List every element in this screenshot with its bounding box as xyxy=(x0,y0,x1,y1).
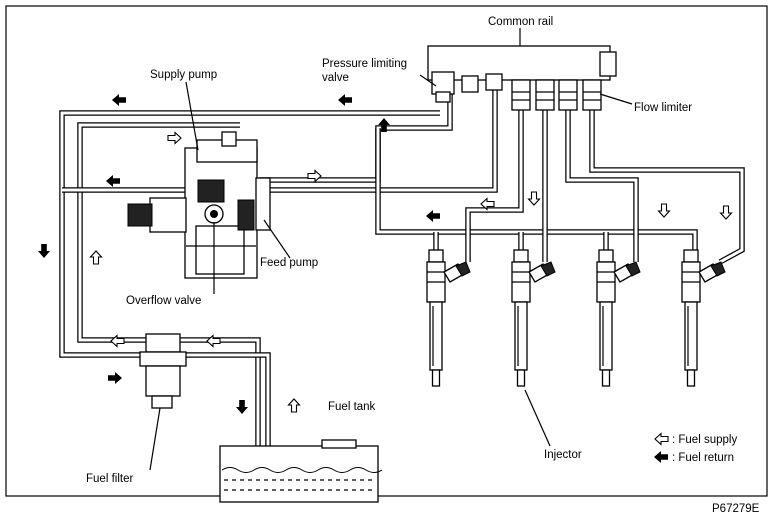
supply-arrow xyxy=(167,131,182,145)
return-arrow xyxy=(236,400,248,414)
fuel-filter xyxy=(139,333,187,409)
return-arrow xyxy=(426,210,440,222)
supply-pump xyxy=(127,131,271,279)
leader-lines xyxy=(149,28,633,471)
diagram-frame xyxy=(5,5,768,497)
supply-arrow xyxy=(719,205,733,220)
fuel-tank xyxy=(219,439,383,503)
supply-arrow xyxy=(527,191,541,206)
common-rail xyxy=(427,45,617,111)
injector-label: Injector xyxy=(544,449,582,461)
flow-limiter-label: Flow limiter xyxy=(634,102,692,114)
return-arrow xyxy=(108,372,122,384)
flow-limiters xyxy=(511,79,602,111)
feed-pump xyxy=(255,177,271,231)
pressure-limiting-valve-label: Pressure limiting xyxy=(322,58,407,70)
pressure-limiting-valve-label-2: valve xyxy=(322,72,349,84)
legend-fuel-return: : Fuel return xyxy=(672,452,734,464)
feed-pump-label: Feed pump xyxy=(260,257,318,269)
legend-return-arrow xyxy=(654,451,668,463)
legend-fuel-supply: : Fuel supply xyxy=(672,434,737,446)
supply-arrow xyxy=(206,334,221,348)
injector-3 xyxy=(596,249,641,387)
legend: : Fuel supply : Fuel return xyxy=(654,432,737,464)
return-arrow xyxy=(38,244,50,258)
return-arrow xyxy=(338,94,352,106)
injector-1 xyxy=(426,249,471,387)
return-arrow xyxy=(112,94,126,106)
injector-2 xyxy=(511,249,556,387)
fuel-filter-label: Fuel filter xyxy=(86,473,133,485)
supply-arrow xyxy=(110,334,125,348)
supply-pump-label: Supply pump xyxy=(150,69,217,81)
figure-id: P67279E xyxy=(712,503,760,515)
injectors xyxy=(426,249,726,387)
return-arrow xyxy=(106,175,120,187)
fuel-pipes xyxy=(59,80,745,470)
common-rail-label: Common rail xyxy=(488,16,553,28)
overflow-valve-label: Overflow valve xyxy=(126,295,201,307)
injector-4 xyxy=(681,249,726,387)
supply-arrow xyxy=(287,398,301,413)
supply-arrow xyxy=(657,203,671,218)
pressure-limiting-valve xyxy=(431,71,455,95)
fuel-tank-label: Fuel tank xyxy=(328,401,376,413)
supply-arrow xyxy=(89,250,103,265)
legend-supply-arrow xyxy=(654,432,669,446)
